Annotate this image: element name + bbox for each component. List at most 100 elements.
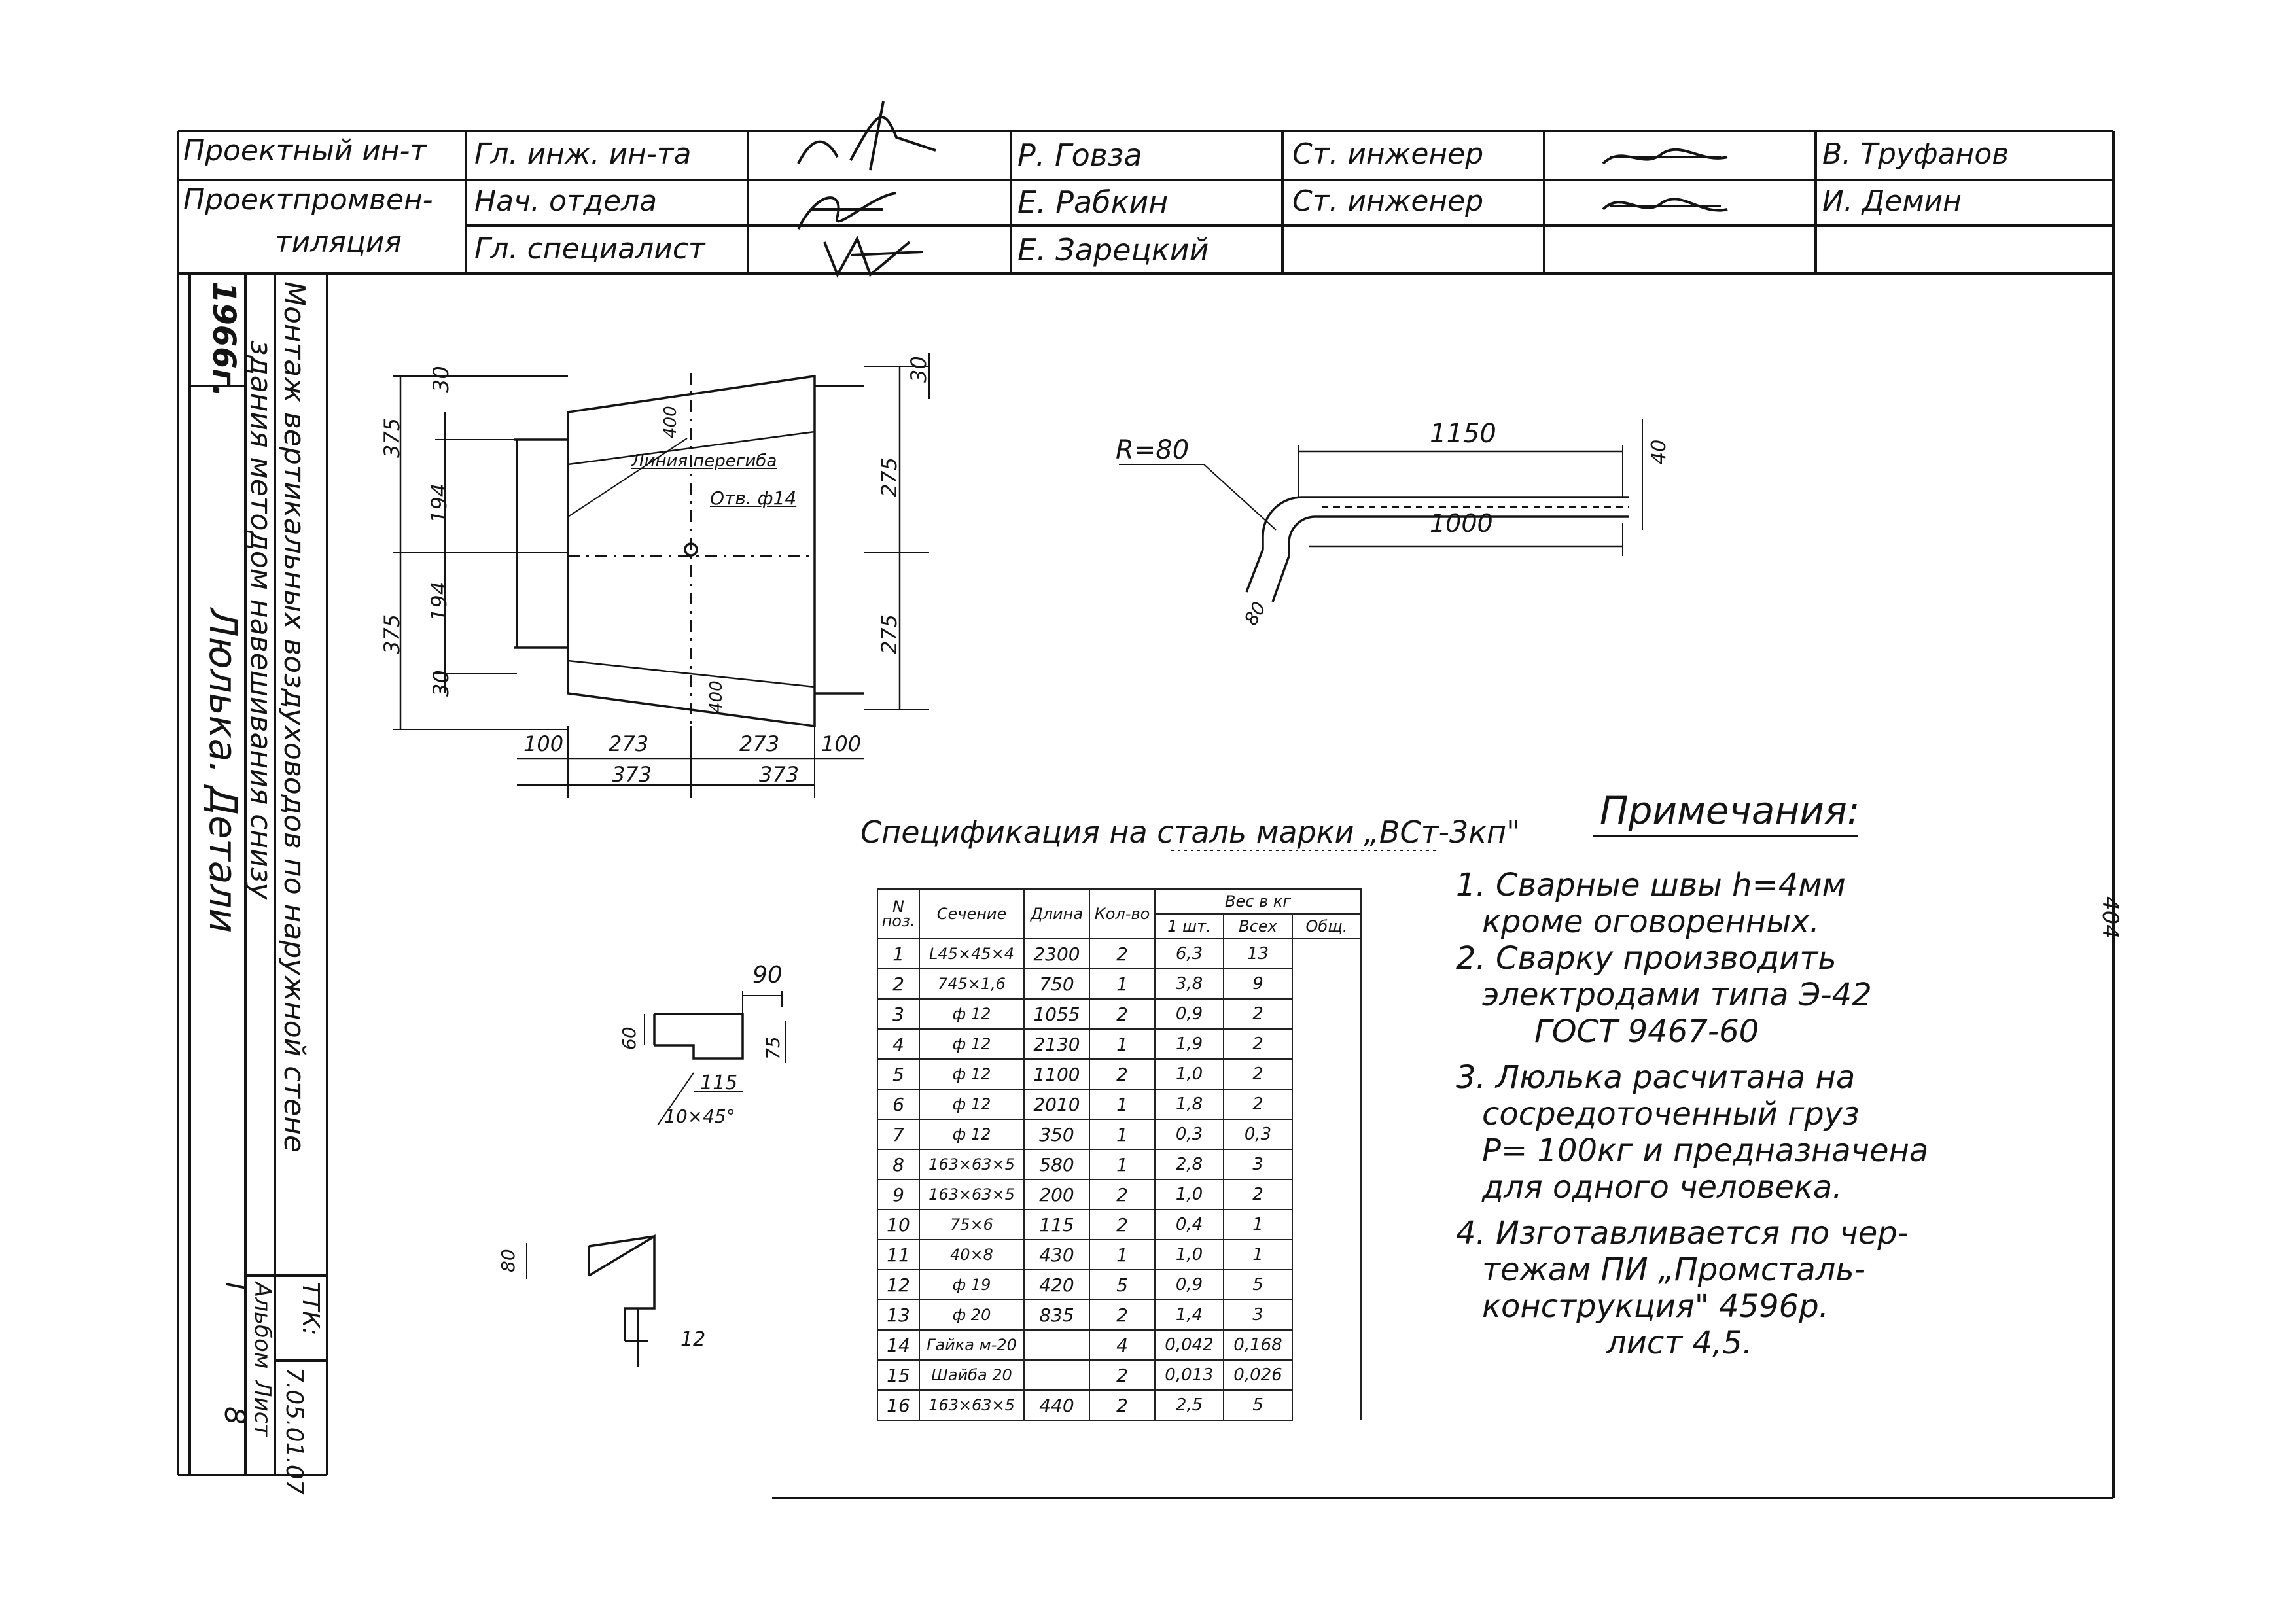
dim-80: 80	[497, 1249, 519, 1272]
dim-400-bottom: 400	[707, 680, 726, 713]
notes-heading: Примечания:	[1600, 788, 1860, 833]
institute-line2: Проектпромвен-	[183, 183, 433, 217]
cell-w-total	[1292, 1240, 1362, 1270]
cell-w-one: 0,3	[1154, 1119, 1224, 1150]
cell-qty: 4	[1089, 1329, 1156, 1361]
note-line: 1. Сварные швы h=4мм	[1456, 867, 1846, 903]
cell-qty: 2	[1089, 998, 1156, 1030]
cell-length: 2130	[1023, 1028, 1090, 1060]
cell-w-all: 2	[1223, 998, 1293, 1030]
cell-section: Шайба 20	[919, 1359, 1025, 1391]
note-line: ГОСТ 9467-60	[1534, 1013, 1759, 1050]
cell-pos: 6	[877, 1089, 920, 1120]
col-w-total: Общ.	[1292, 913, 1362, 939]
dim-373-right: 373	[759, 762, 800, 787]
cell-w-one: 2,8	[1154, 1149, 1224, 1180]
col-w-one: 1 шт.	[1154, 913, 1224, 939]
name-row3: Е. Зарецкий	[1017, 232, 1209, 268]
dim-375-top: 375	[380, 417, 404, 458]
note-line: конструкция" 4596р.	[1482, 1288, 1829, 1325]
cell-length: 115	[1023, 1209, 1090, 1240]
cell-section: 40×8	[919, 1239, 1025, 1270]
dim-30-right: 30	[906, 356, 931, 383]
code-prefix: ТТК:	[297, 1282, 324, 1336]
cell-qty: 2	[1089, 1058, 1156, 1090]
cell-qty: 1	[1089, 1239, 1156, 1270]
cell-section: 163×63×5	[919, 1389, 1025, 1421]
dim-194-top: 194	[427, 483, 451, 523]
cell-pos: 16	[877, 1389, 920, 1421]
cell-w-one: 0,9	[1154, 998, 1224, 1030]
sheet-number: 8	[218, 1406, 251, 1425]
cell-length: 200	[1023, 1179, 1090, 1210]
cell-w-one: 6,3	[1154, 938, 1224, 969]
col-w-all: Всех	[1223, 913, 1293, 939]
cell-w-total	[1292, 1210, 1362, 1240]
cell-w-total	[1292, 1149, 1362, 1179]
name-row2: Е. Рабкин	[1017, 184, 1169, 220]
cell-length: 440	[1023, 1389, 1090, 1421]
cell-w-all: 5	[1223, 1389, 1293, 1421]
cell-w-all: 0,026	[1223, 1359, 1293, 1391]
dim-30-bottom: 30	[429, 670, 453, 697]
drawing-plate	[393, 353, 930, 798]
note-line: 2. Сварку производить	[1456, 940, 1837, 977]
dim-373-left: 373	[612, 762, 652, 787]
note-line: тежам ПИ „Промсталь-	[1482, 1251, 1865, 1288]
cell-w-one: 0,042	[1154, 1329, 1224, 1361]
dim-60: 60	[618, 1026, 640, 1050]
note-line: кроме оговоренных.	[1482, 903, 1820, 940]
cell-w-all: 2	[1223, 1058, 1293, 1090]
dim-115: 115	[700, 1072, 738, 1094]
cell-w-total	[1292, 1179, 1362, 1210]
cell-section: L45×45×4	[919, 938, 1025, 969]
dim-275-bottom: 275	[877, 614, 902, 654]
note-line: для одного человека.	[1482, 1169, 1843, 1206]
cell-length: 835	[1023, 1299, 1090, 1331]
cell-w-total	[1292, 1360, 1362, 1390]
dim-400-top: 400	[661, 406, 680, 438]
cell-w-one: 0,4	[1154, 1209, 1224, 1240]
note-line: 3. Люлька расчитана на	[1456, 1059, 1856, 1096]
dim-30-top: 30	[429, 366, 453, 393]
cell-section: ф 12	[919, 998, 1025, 1030]
cell-w-all: 2	[1223, 1089, 1293, 1120]
dim-100-right: 100	[821, 731, 862, 756]
cell-w-total	[1292, 1089, 1362, 1119]
spec-table: N поз. Сечение Длина Кол-во Вес в кг 1 ш…	[877, 888, 1362, 1421]
cell-section: 163×63×5	[919, 1149, 1025, 1180]
cell-qty: 1	[1089, 1028, 1156, 1060]
cell-length: 350	[1023, 1119, 1090, 1150]
cell-qty: 2	[1089, 1389, 1156, 1421]
note-line: сосредоточенный груз	[1482, 1096, 1860, 1132]
cell-w-one: 1,8	[1154, 1089, 1224, 1120]
dim-1000: 1000	[1430, 509, 1493, 538]
cell-length	[1023, 1329, 1090, 1361]
cell-pos: 5	[877, 1058, 920, 1090]
cell-length	[1023, 1359, 1090, 1391]
cell-w-all: 9	[1223, 968, 1293, 1000]
cell-w-total	[1292, 1029, 1362, 1059]
cell-pos: 4	[877, 1028, 920, 1060]
cell-w-one: 0,013	[1154, 1359, 1224, 1391]
dim-90: 90	[752, 962, 783, 988]
name-row1: Р. Говза	[1017, 137, 1142, 173]
cell-section: ф 12	[919, 1028, 1025, 1060]
code: 7.05.01.07	[281, 1367, 308, 1495]
dim-12: 12	[680, 1328, 706, 1351]
signature-2	[797, 192, 897, 230]
name2-row2: И. Демин	[1822, 184, 1962, 218]
cell-pos: 3	[877, 998, 920, 1030]
album-label: Альбом	[249, 1282, 275, 1369]
drawing-detail-4	[526, 1234, 656, 1367]
